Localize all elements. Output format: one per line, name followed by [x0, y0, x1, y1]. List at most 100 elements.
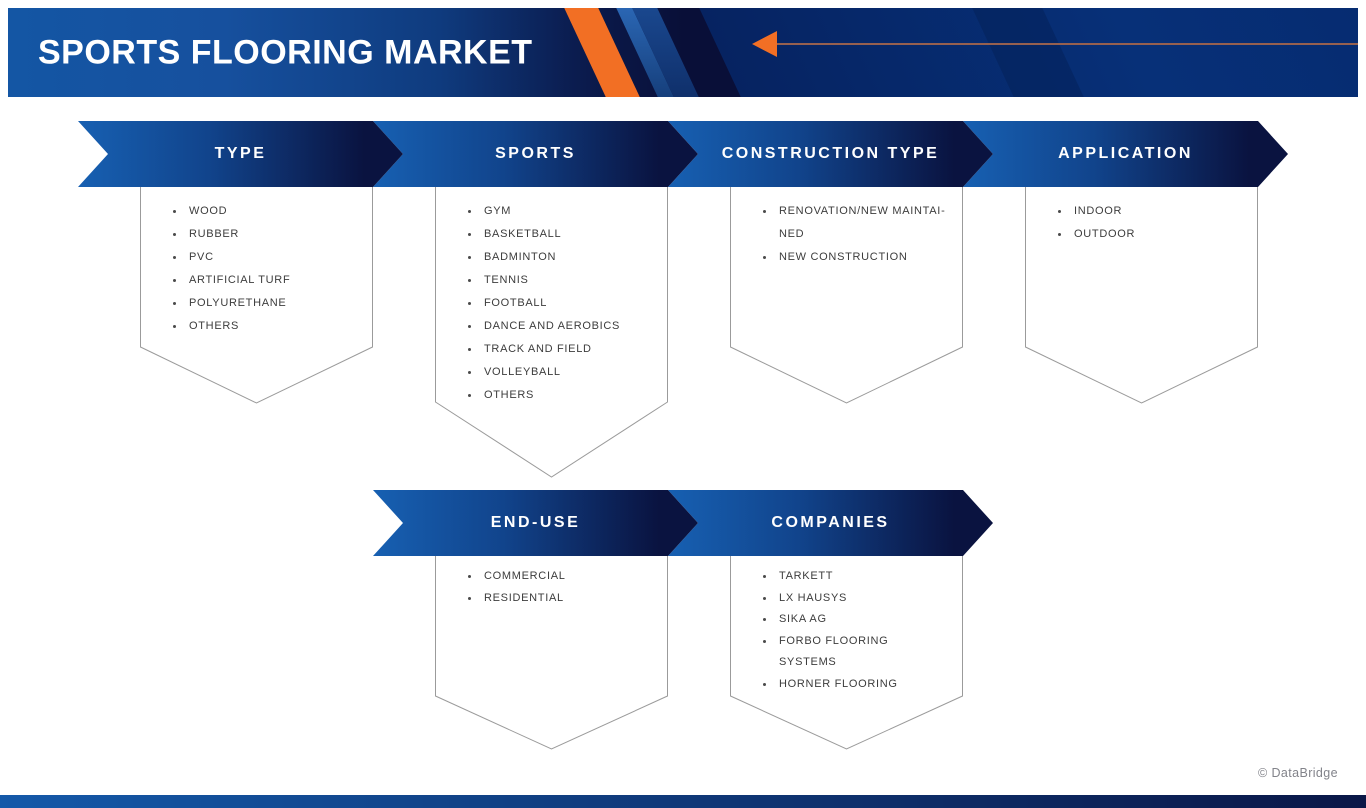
- list-item: FORBO FLOORING SYSTEMS: [763, 631, 947, 674]
- list-item-text: OTHERS: [189, 320, 240, 332]
- segment-banner-type: TYPE: [78, 121, 403, 187]
- pennant-outline: [1025, 187, 1258, 404]
- bullet-icon: [173, 210, 176, 213]
- list-item: PVC: [173, 246, 357, 269]
- list-item-text: PVC: [189, 251, 214, 263]
- list-item: RENOVATION/NEW MAINTAI- NED: [763, 200, 947, 246]
- segment-banner-sports: SPORTS: [373, 121, 698, 187]
- list-item: LX HAUSYS: [763, 588, 947, 610]
- list-item-text: COMMERCIAL: [484, 570, 566, 582]
- bullet-icon: [468, 575, 471, 578]
- item-list-application: INDOOR OUTDOOR: [1025, 187, 1258, 246]
- pennant-outline: [140, 187, 373, 404]
- list-item-text: DANCE AND AEROBICS: [484, 320, 621, 332]
- bullet-icon: [173, 279, 176, 282]
- segment-label: END-USE: [490, 514, 581, 531]
- bullet-icon: [763, 575, 766, 578]
- item-list-companies: TARKETT LX HAUSYS SIKA AG FORBO FLOORING SY…: [730, 556, 963, 695]
- bullet-icon: [763, 682, 766, 686]
- segment-banner-construction-type: CONSTRUCTION TYPE: [668, 121, 993, 187]
- item-list-construction-type: RENOVATION/NEW MAINTAI- NED NEW CONSTRUCT…: [730, 187, 963, 269]
- segment-label: SPORTS: [495, 145, 576, 162]
- bullet-icon: [468, 596, 471, 600]
- bullet-icon: [468, 302, 471, 305]
- segment-banner-end-use: END-USE: [373, 490, 698, 556]
- list-item-text: SIKA AG: [779, 613, 827, 625]
- list-item-text: HORNER FLOORING: [779, 677, 898, 690]
- bullet-icon: [173, 256, 176, 259]
- arrow-line: [777, 43, 1358, 45]
- list-item-text: TENNIS: [484, 274, 529, 286]
- list-item-text: ARTIFICIAL TURF: [189, 274, 291, 286]
- segment-label: APPLICATION: [1058, 145, 1193, 162]
- list-item: DANCE AND AEROBICS: [468, 315, 652, 338]
- list-item: VOLLEYBALL: [468, 361, 652, 384]
- bullet-icon: [173, 325, 176, 328]
- bullet-icon: [173, 233, 176, 236]
- list-item-text: POLYURETHANE: [189, 297, 287, 309]
- list-item: TENNIS: [468, 269, 652, 292]
- list-item-text: INDOOR: [1074, 205, 1123, 217]
- bullet-icon: [763, 596, 766, 600]
- bullet-icon: [468, 233, 471, 236]
- card-application: INDOOR OUTDOOR: [1025, 187, 1258, 404]
- bullet-icon: [1058, 210, 1061, 213]
- list-item: NEW CONSTRUCTION: [763, 246, 947, 269]
- list-item: ARTIFICIAL TURF: [173, 269, 357, 292]
- list-item: RESIDENTIAL: [468, 588, 652, 610]
- list-item-text: OTHERS: [484, 389, 535, 401]
- pennant-outline: [435, 556, 668, 750]
- bullet-icon: [1058, 233, 1061, 236]
- list-item: WOOD: [173, 200, 357, 223]
- bullet-icon: [173, 302, 176, 305]
- bullet-icon: [468, 256, 471, 259]
- left-arrow-icon: [752, 31, 777, 57]
- list-item-text: TARKETT: [779, 570, 834, 582]
- bullet-icon: [468, 348, 471, 351]
- list-item: FOOTBALL: [468, 292, 652, 315]
- list-item-text: FORBO FLOORING SYSTEMS: [779, 634, 889, 669]
- segment-banner-application: APPLICATION: [963, 121, 1288, 187]
- page-title: SPORTS FLOORING MARKET: [38, 33, 533, 71]
- bullet-icon: [763, 256, 766, 259]
- card-sports: GYM BASKETBALL BADMINTON TENNIS FOOTBALL DANC…: [435, 187, 668, 478]
- pennant-outline: [730, 556, 963, 750]
- item-list-sports: GYM BASKETBALL BADMINTON TENNIS FOOTBALL DANC…: [435, 187, 668, 407]
- bullet-icon: [763, 618, 766, 621]
- bullet-icon: [468, 325, 471, 328]
- list-item: RUBBER: [173, 223, 357, 246]
- list-item-text: WOOD: [189, 205, 228, 217]
- list-item-text: NEW CONSTRUCTION: [779, 251, 908, 263]
- list-item-text: TRACK AND FIELD: [484, 343, 592, 355]
- list-item: HORNER FLOORING: [763, 674, 947, 696]
- segment-banner-companies: COMPANIES: [668, 490, 993, 556]
- list-item: POLYURETHANE: [173, 292, 357, 315]
- item-list-type: WOOD RUBBER PVC ARTIFICIAL TURF POLYURETHANE…: [140, 187, 373, 338]
- bullet-icon: [468, 279, 471, 282]
- segment-label: COMPANIES: [771, 514, 890, 531]
- bullet-icon: [468, 394, 471, 397]
- list-item-text: OUTDOOR: [1074, 228, 1136, 240]
- list-item: BADMINTON: [468, 246, 652, 269]
- list-item-text: GYM: [484, 205, 512, 217]
- list-item: TARKETT: [763, 566, 947, 588]
- list-item: OTHERS: [468, 384, 652, 407]
- list-item-text: RESIDENTIAL: [484, 591, 564, 604]
- list-item-text: LX HAUSYS: [779, 591, 848, 604]
- list-item: GYM: [468, 200, 652, 223]
- list-item-text: VOLLEYBALL: [484, 366, 561, 378]
- list-item-text: RENOVATION/NEW MAINTAI- NED: [779, 205, 946, 240]
- card-companies: TARKETT LX HAUSYS SIKA AG FORBO FLOORING SY…: [730, 556, 963, 750]
- list-item-text: BASKETBALL: [484, 228, 562, 240]
- header-banner: SPORTS FLOORING MARKET: [8, 8, 1358, 97]
- segment-label: CONSTRUCTION TYPE: [721, 145, 940, 162]
- list-item-text: BADMINTON: [484, 251, 557, 263]
- bullet-icon: [763, 210, 766, 213]
- copyright-text: © DataBridge: [1257, 766, 1338, 780]
- list-item: OUTDOOR: [1058, 223, 1242, 246]
- segment-label: TYPE: [214, 145, 267, 162]
- card-type: WOOD RUBBER PVC ARTIFICIAL TURF POLYURETHANE…: [140, 187, 373, 404]
- pennant-outline: [730, 187, 963, 404]
- list-item: OTHERS: [173, 315, 357, 338]
- list-item: BASKETBALL: [468, 223, 652, 246]
